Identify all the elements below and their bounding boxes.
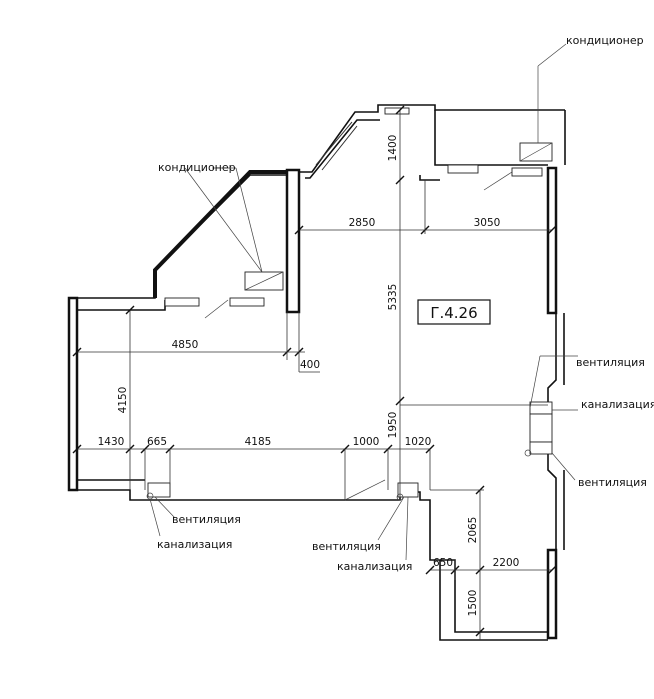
dim-1500: 1500 — [467, 590, 479, 617]
vent-right-bottom-label: вентиляция — [578, 476, 647, 489]
right-wall-column-lower — [546, 548, 558, 640]
room-tag: Г.4.26 — [417, 299, 491, 325]
fixture-labels: кондиционер кондиционер вентиляция канал… — [157, 34, 654, 573]
dim-4150: 4150 — [117, 387, 129, 414]
dim-2850: 2850 — [349, 217, 376, 229]
outer-walls — [67, 104, 566, 641]
ac-left-label: кондиционер — [158, 161, 236, 174]
room-id: Г.4.26 — [430, 304, 477, 322]
dim-665: 665 — [147, 436, 167, 448]
dim-1020: 1020 — [405, 436, 432, 448]
dim-1430: 1430 — [98, 436, 125, 448]
dim-3050: 3050 — [474, 217, 501, 229]
right-wall-column-upper — [546, 166, 558, 315]
vent-right-top-label: вентиляция — [576, 356, 645, 369]
sewer-bottom-mid-label: канализация — [337, 560, 412, 573]
dimension-lines — [72, 105, 557, 640]
dim-1000: 1000 — [353, 436, 380, 448]
left-wall-column — [67, 296, 79, 492]
dim-400: 400 — [300, 359, 320, 371]
central-column — [285, 168, 301, 314]
leader-lines — [149, 167, 578, 561]
dim-2200: 2200 — [493, 557, 520, 569]
sewer-bottom-left-label: канализация — [157, 538, 232, 551]
dim-1950: 1950 — [387, 412, 399, 439]
dim-650: 650 — [433, 557, 453, 569]
dim-4185: 4185 — [245, 436, 272, 448]
dim-2065: 2065 — [467, 517, 479, 544]
dim-5335: 5335 — [387, 284, 399, 311]
dimension-labels: 1400 2850 3050 5335 4850 400 4150 1430 6… — [98, 135, 520, 617]
dim-1400: 1400 — [387, 135, 399, 162]
dim-4850: 4850 — [172, 339, 199, 351]
sewer-right-label: канализация — [581, 398, 654, 411]
vent-bottom-left-label: вентиляция — [172, 513, 241, 526]
ac-top-label: кондиционер — [566, 34, 644, 47]
vent-bottom-mid-label: вентиляция — [312, 540, 381, 553]
